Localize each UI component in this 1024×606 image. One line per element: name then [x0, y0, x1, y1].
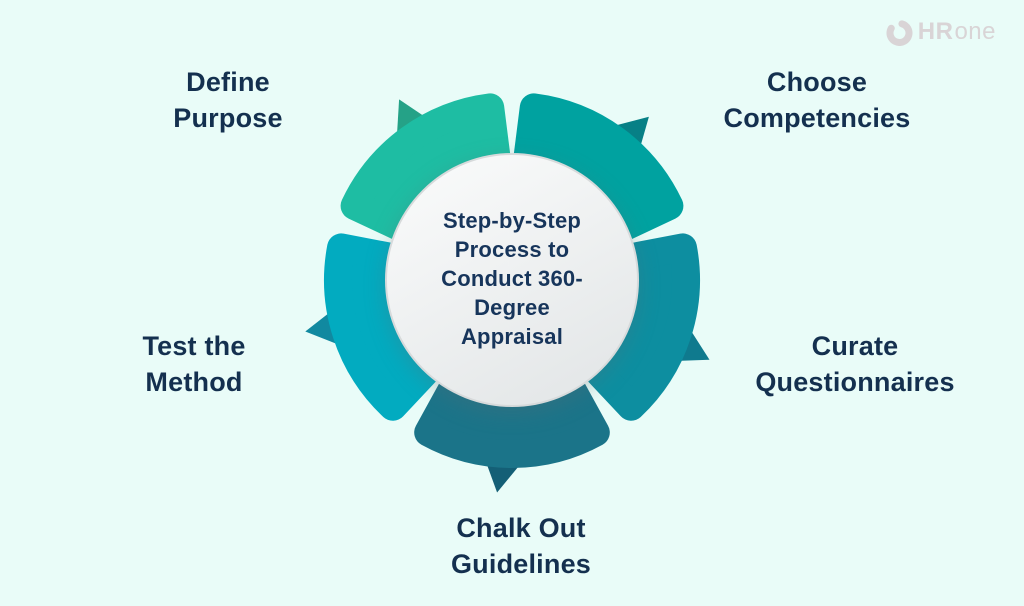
wheel-center-title: Step-by-Step Process to Conduct 360- Deg…	[441, 208, 583, 349]
step-label-choose-competencies: Choose Competencies	[723, 67, 911, 133]
step-label-curate-questionnaires: Curate Questionnaires	[755, 331, 955, 397]
logo-text: HRone	[918, 18, 996, 46]
step-label-chalk-out-guidelines: Chalk Out Guidelines	[450, 513, 592, 579]
hrone-logo: HRone	[886, 18, 996, 46]
step-label-define-purpose: Define Purpose	[173, 67, 283, 133]
logo-text-hr: HR	[917, 18, 954, 45]
wheel-center-circle	[385, 153, 639, 407]
logo-text-one: one	[954, 18, 996, 45]
hrone-logo-icon	[886, 19, 913, 46]
step-label-test-the-method: Test the Method	[142, 331, 246, 397]
